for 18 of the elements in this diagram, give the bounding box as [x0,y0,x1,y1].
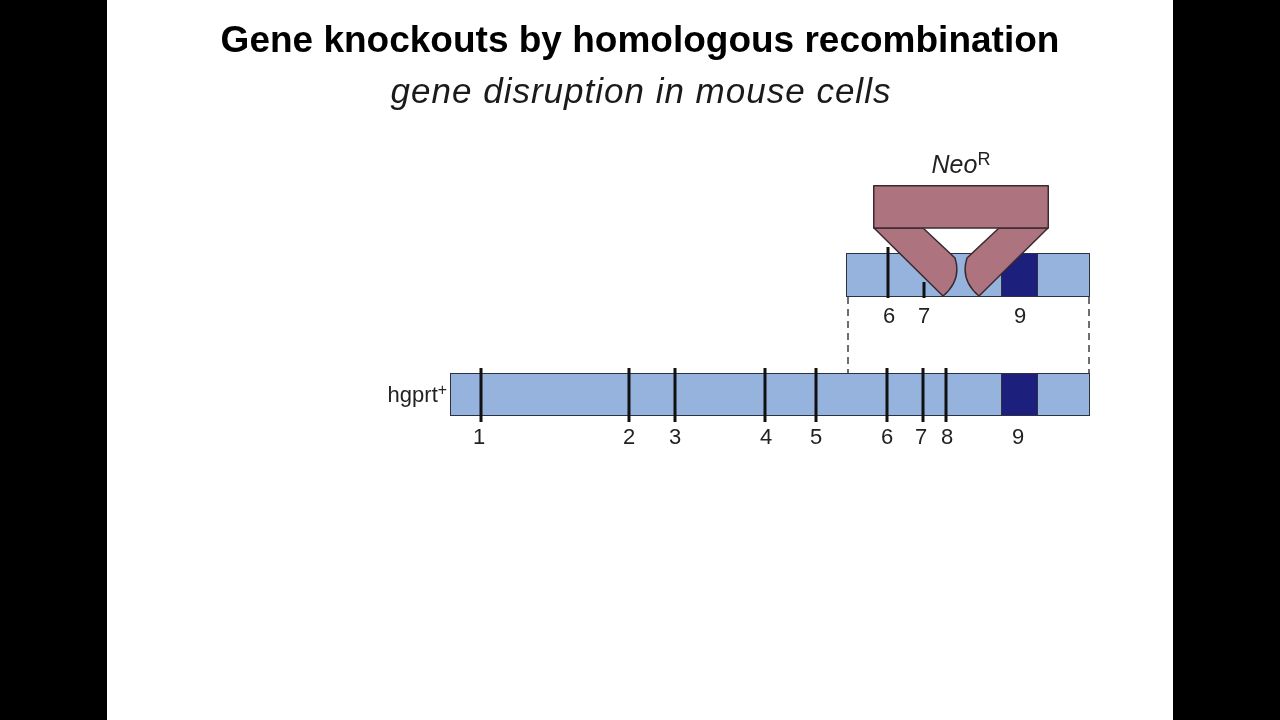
exon-number: 7 [914,424,928,450]
exon-number: 6 [880,424,894,450]
exon-number: 9 [1013,303,1027,329]
exon-number: 8 [940,424,954,450]
exon-number: 1 [472,424,486,450]
dashed-line [847,296,849,374]
exon-number: 4 [759,424,773,450]
gene-label: Neo$^{R}$ [931,150,991,179]
exon-number: 9 [1011,424,1025,450]
slide-subtitle: gene disruption in mouse cells [390,71,892,112]
exon-number: 3 [668,424,682,450]
exon-number: 2 [622,424,636,450]
exon-number: 7 [917,303,931,329]
dashed-line [1088,296,1090,374]
slide-title: Gene knockouts by homologous recombination [220,19,1060,62]
exon-number: 6 [882,303,896,329]
gene-label: hgprt$^{+}$ [387,381,447,408]
exon-number: 5 [809,424,823,450]
